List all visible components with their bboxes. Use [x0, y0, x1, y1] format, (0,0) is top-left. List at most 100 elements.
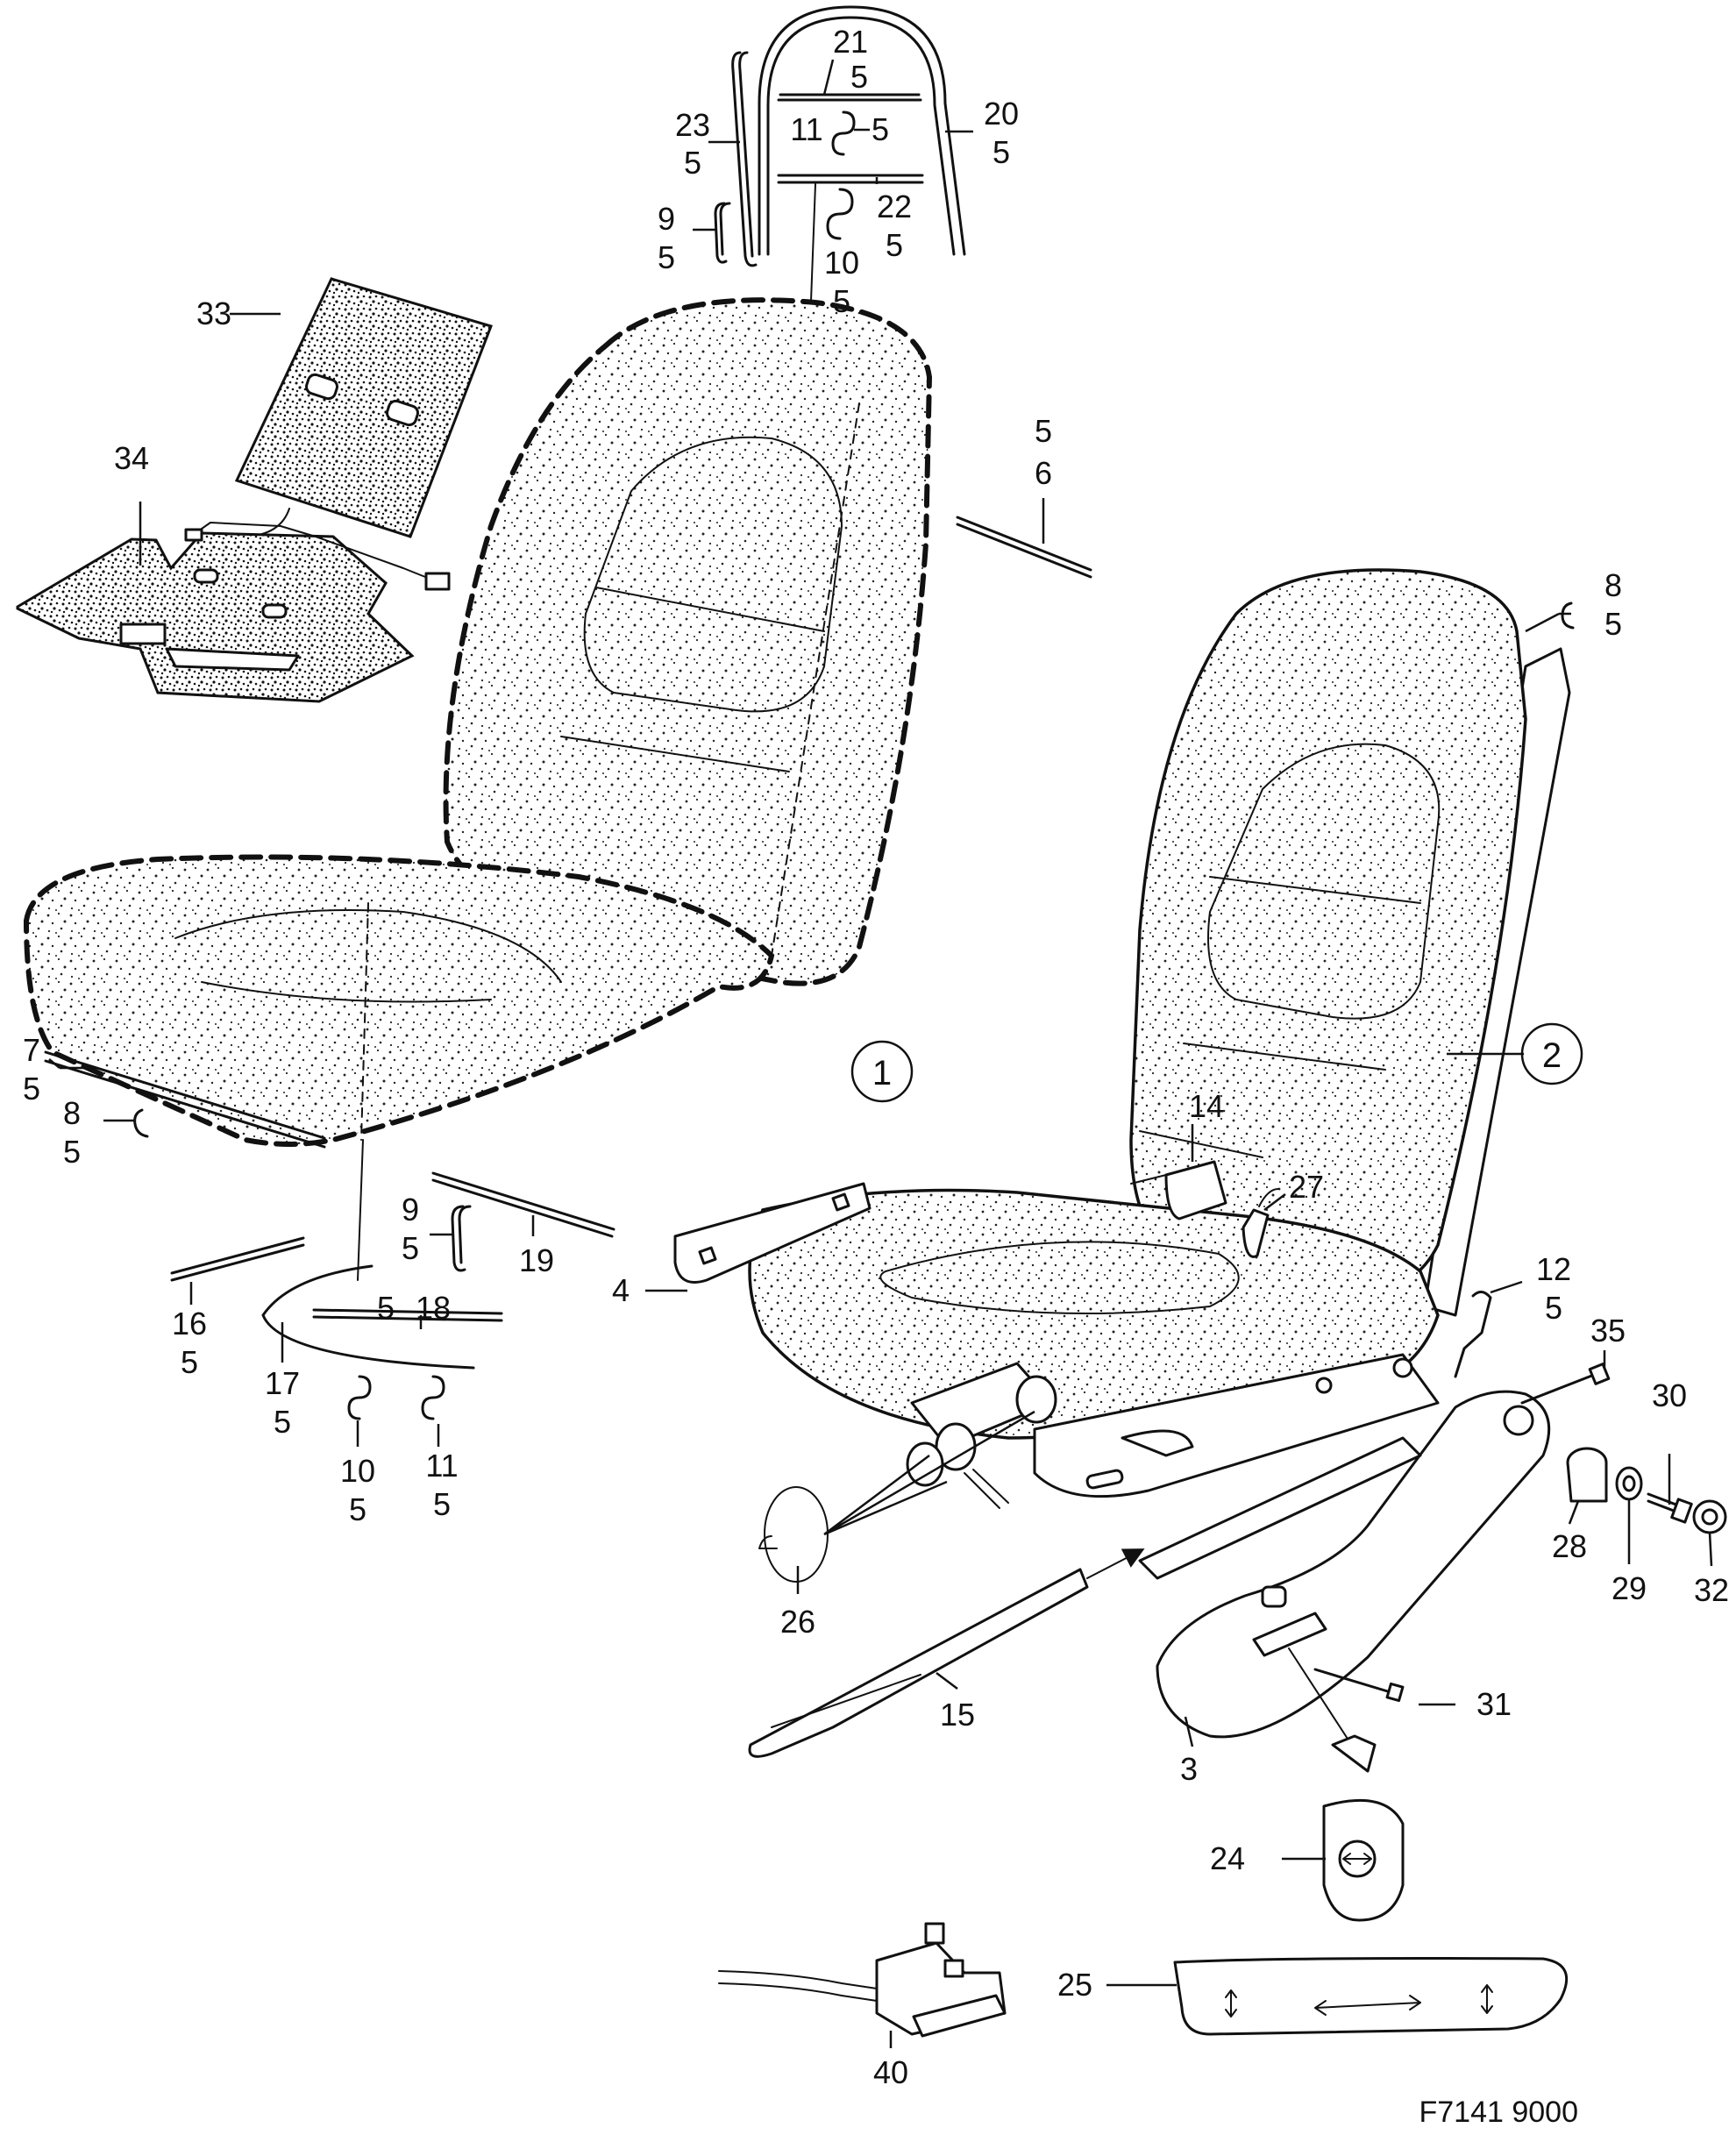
- callout-18: 18: [416, 1290, 451, 1326]
- c-clip-8-left: [133, 1108, 149, 1138]
- callout-20: 20: [984, 96, 1019, 132]
- callout-23-qty: 5: [684, 145, 701, 181]
- assembly-2-label: 2: [1542, 1036, 1562, 1075]
- callout-18-qty: 5: [377, 1290, 395, 1326]
- callout-8-right-qty: 5: [1604, 606, 1622, 642]
- callout-9-left: 9: [402, 1192, 419, 1228]
- callout-19: 19: [519, 1242, 554, 1278]
- switch-detail-leader: [1288, 1648, 1358, 1754]
- callout-8-right: 8: [1604, 567, 1622, 603]
- callout-8-left-qty: 5: [63, 1134, 81, 1170]
- assembly-1-label: 1: [872, 1054, 892, 1092]
- switch-panel-25: [1173, 1957, 1569, 2036]
- callout-11-bottom: 11: [425, 1448, 458, 1484]
- bracket-12: [1454, 1291, 1492, 1378]
- callout-5-rod-6: 5: [1035, 413, 1052, 449]
- switch-assembly-40: [718, 1922, 1007, 2038]
- callout-8-left: 8: [63, 1095, 81, 1131]
- callout-6: 6: [1035, 455, 1052, 491]
- callout-28: 28: [1552, 1528, 1587, 1564]
- assembly-1-marker: 1: [850, 1040, 914, 1103]
- c-hook-9-left: [451, 1205, 472, 1272]
- callout-3: 3: [1180, 1751, 1198, 1787]
- callout-26: 26: [780, 1604, 815, 1640]
- s-hook-11-bottom: [421, 1375, 445, 1420]
- wire-18: [312, 1308, 503, 1322]
- seatback-cover-dashed: [443, 297, 933, 986]
- assembly-direction-arrow: [1086, 1548, 1145, 1579]
- callout-9-top-qty: 5: [658, 239, 675, 275]
- callout-32: 32: [1694, 1572, 1729, 1608]
- lower-cross-wire-22: [777, 174, 924, 184]
- wire-17: [261, 1264, 475, 1370]
- callout-9-left-qty: 5: [402, 1230, 419, 1266]
- rod-16: [170, 1236, 305, 1282]
- rail-end-bracket: [1138, 1436, 1422, 1580]
- callout-15: 15: [940, 1697, 975, 1733]
- callout-27: 27: [1289, 1169, 1324, 1205]
- screw-31: [1313, 1668, 1405, 1703]
- heating-element-34: [16, 522, 451, 703]
- leader-lines: [48, 59, 1713, 2048]
- callout-24: 24: [1210, 1840, 1245, 1876]
- callout-11-top-qty: 5: [872, 111, 889, 147]
- seat-front-edge-rod-7: [44, 1050, 326, 1149]
- s-hook-10-top: [826, 188, 854, 240]
- callout-11-top: 11: [790, 111, 822, 147]
- callout-17: 17: [265, 1365, 300, 1401]
- callout-10-bottom: 10: [340, 1453, 375, 1489]
- callout-4: 4: [612, 1272, 630, 1308]
- callout-20-qty: 5: [993, 134, 1010, 170]
- assembly-2-marker: 2: [1520, 1022, 1583, 1085]
- callout-17-qty: 5: [274, 1404, 291, 1440]
- callout-34: 34: [114, 440, 149, 476]
- side-rod-23: [731, 51, 758, 267]
- spacer-28: [1566, 1447, 1608, 1503]
- washer-29: [1615, 1466, 1643, 1501]
- callout-33: 33: [196, 295, 231, 331]
- callout-10-bottom-qty: 5: [349, 1491, 366, 1527]
- callout-9-top: 9: [658, 201, 675, 237]
- callout-10-top: 10: [824, 245, 859, 281]
- switch-knob-24: [1322, 1798, 1405, 1922]
- rod-19: [431, 1171, 615, 1238]
- complete-seat-2: [673, 568, 1571, 1509]
- rod-6: [956, 516, 1092, 579]
- callout-22: 22: [877, 189, 912, 224]
- s-hook-11-top: [831, 110, 856, 156]
- callout-30: 30: [1652, 1377, 1687, 1413]
- callout-21: 21: [833, 24, 868, 60]
- callout-12: 12: [1536, 1251, 1571, 1287]
- callout-31: 31: [1476, 1686, 1512, 1722]
- screw-35: [1520, 1363, 1611, 1405]
- callout-7-qty: 5: [23, 1071, 40, 1107]
- upper-cross-wire-21: [777, 93, 922, 102]
- callout-29: 29: [1611, 1570, 1647, 1606]
- callout-25: 25: [1057, 1967, 1092, 2003]
- c-clip-8-right: [1561, 601, 1575, 630]
- callout-10-top-qty: 5: [833, 283, 850, 319]
- cushion-centre-line: [357, 1139, 364, 1281]
- seat-cushion-cover-dashed: [23, 854, 775, 1147]
- callout-16-qty: 5: [181, 1344, 198, 1380]
- callout-11-bottom-qty: 5: [433, 1486, 451, 1522]
- headrest-wire-frame-20: [758, 5, 966, 256]
- callout-23: 23: [675, 107, 710, 143]
- callout-40: 40: [873, 2054, 908, 2090]
- c-hook-9-top: [714, 202, 731, 264]
- callout-35: 35: [1590, 1313, 1626, 1349]
- callout-12-qty: 5: [1545, 1290, 1562, 1326]
- callout-22-qty: 5: [886, 227, 903, 263]
- s-hook-10-bottom: [347, 1375, 372, 1420]
- callout-labels: 21 5 23 5 20 5 11 5 22 5 9 5 10 5 33 34 …: [23, 24, 1729, 2090]
- detail-view-arrow: [1331, 1734, 1377, 1773]
- callout-7: 7: [23, 1032, 40, 1068]
- heating-pad-33: [234, 277, 493, 538]
- callout-16: 16: [172, 1306, 207, 1341]
- cap-32: [1692, 1499, 1727, 1534]
- bolt-30: [1647, 1492, 1693, 1524]
- figure-code: F7141 9000: [1419, 2096, 1579, 2129]
- callout-14: 14: [1189, 1088, 1224, 1124]
- callout-21-qty: 5: [850, 59, 868, 95]
